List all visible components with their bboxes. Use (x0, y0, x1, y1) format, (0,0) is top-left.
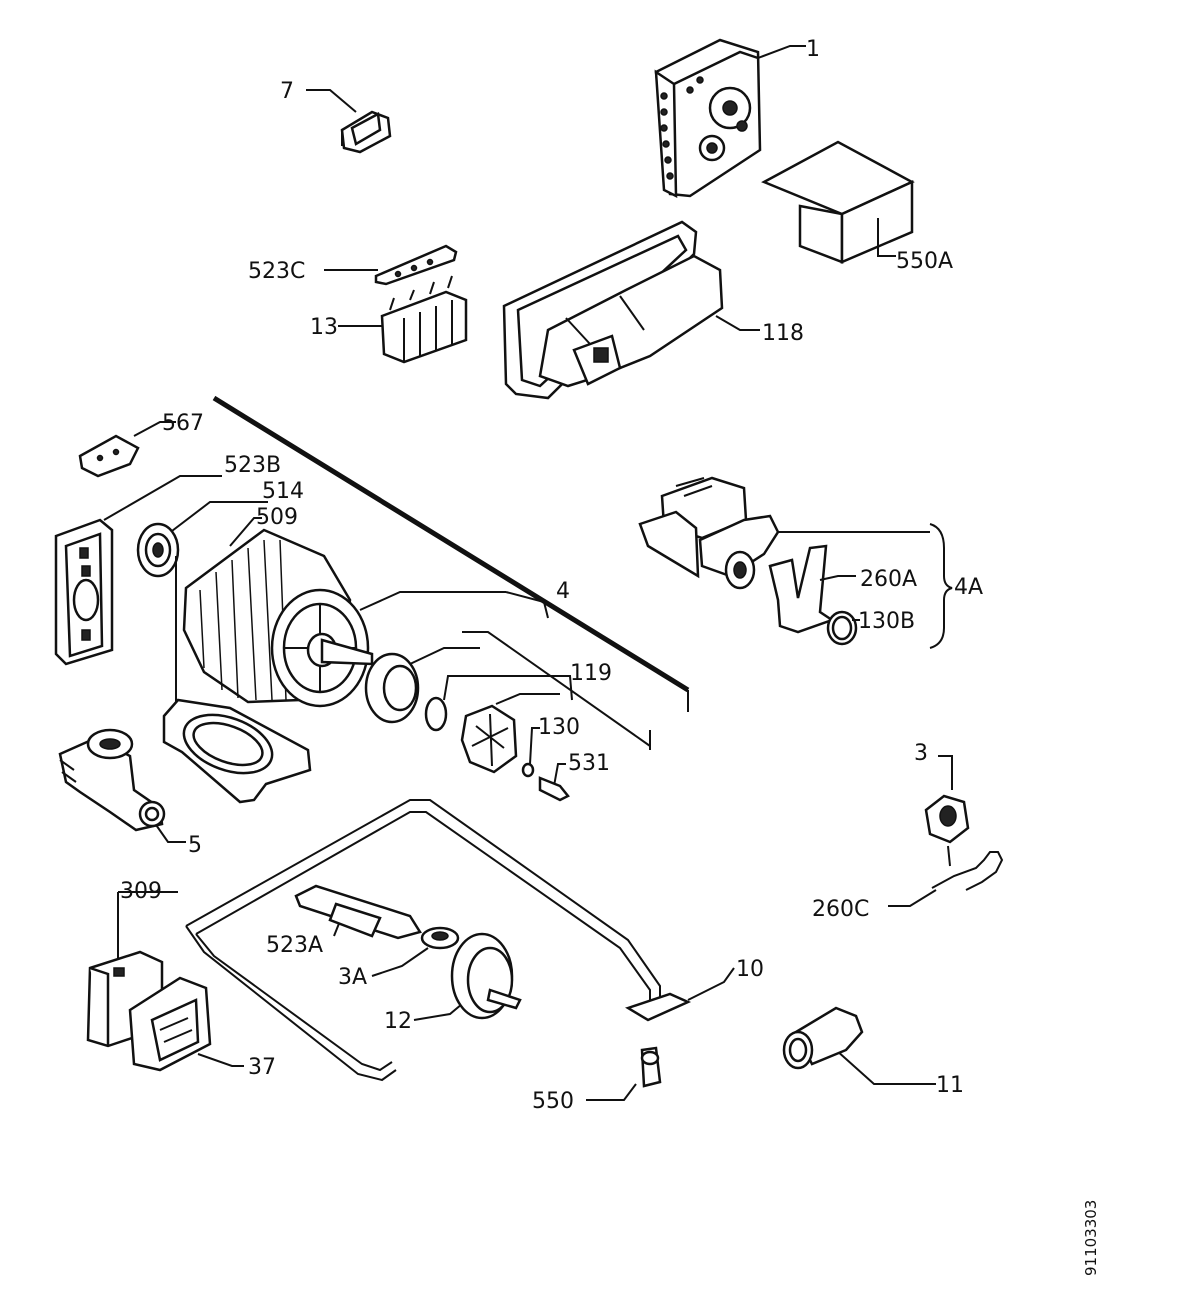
part-260A-bracket (768, 544, 856, 634)
part-514-seal (136, 501, 268, 578)
label-13: 13 (310, 315, 338, 340)
diagram-code: 91103303 (1082, 1200, 1100, 1276)
label-523B: 523B (224, 453, 281, 478)
part-118-dispenser (502, 220, 760, 400)
label-260A: 260A (860, 567, 917, 592)
part-531-screw (538, 763, 570, 802)
part-523C-bracket (324, 244, 458, 286)
part-11-component (782, 1006, 936, 1085)
part-309-box (86, 891, 178, 1048)
label-3: 3 (914, 741, 928, 766)
label-531: 531 (568, 751, 610, 776)
label-4A: 4A (954, 575, 983, 600)
label-4: 4 (556, 579, 570, 604)
label-309: 309 (120, 879, 162, 904)
part-523B-panel (54, 475, 222, 666)
label-567: 567 (162, 411, 204, 436)
part-130B-oring (826, 610, 858, 646)
label-5: 5 (188, 833, 202, 858)
part-3-thermostat (924, 755, 970, 844)
part-509-motor (175, 517, 506, 710)
label-7: 7 (280, 79, 294, 104)
label-550A: 550A (896, 249, 953, 274)
part-4A-valve (638, 476, 780, 590)
part-7-switch (306, 89, 392, 154)
part-4-bracket-bar (212, 395, 690, 712)
label-118: 118 (762, 321, 804, 346)
label-550: 550 (532, 1089, 574, 1114)
label-130B: 130B (858, 609, 915, 634)
part-567-plate (78, 421, 176, 478)
part-3A-switch (371, 926, 460, 977)
part-labels: 1 7 550A 523C 13 118 567 523B 514 509 4 … (120, 37, 1100, 1276)
part-550A-cover (761, 140, 915, 264)
part-119-pump-assembly (364, 631, 651, 774)
label-12: 12 (384, 1009, 412, 1034)
part-motor-gasket (162, 698, 312, 804)
label-523A: 523A (266, 933, 323, 958)
part-4-leader (505, 591, 549, 619)
label-523C: 523C (248, 259, 305, 284)
label-37: 37 (248, 1055, 276, 1080)
part-550-nut (586, 1046, 662, 1101)
part-13-terminal-block (338, 275, 468, 364)
label-1: 1 (806, 37, 820, 62)
label-509: 509 (256, 505, 298, 530)
part-260C-chain (888, 845, 1004, 907)
part-5-inlet-valve (58, 728, 186, 843)
label-260C: 260C (812, 897, 869, 922)
label-11: 11 (936, 1073, 964, 1098)
label-514: 514 (262, 479, 304, 504)
label-119: 119 (570, 661, 612, 686)
part-37-box (128, 976, 244, 1072)
part-12-motor (413, 932, 522, 1021)
part-523A-bracket (294, 884, 422, 940)
label-130: 130 (538, 715, 580, 740)
part-4A-brace (778, 523, 953, 649)
label-10: 10 (736, 957, 764, 982)
part-10-heating-element (185, 799, 735, 1082)
part-130-washer (521, 727, 540, 778)
label-3A: 3A (338, 965, 367, 990)
part-1-timer (654, 38, 806, 199)
